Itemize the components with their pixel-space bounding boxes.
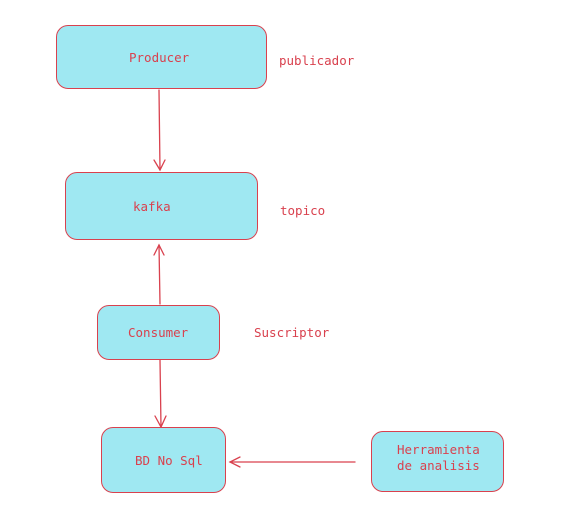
node-bd-nosql-label: BD No Sql: [135, 452, 203, 468]
node-producer-label: Producer: [129, 49, 190, 65]
node-herramienta-text: Herramienta de analisis: [397, 442, 480, 474]
edge-consumer-to-bd: [154, 359, 167, 429]
node-producer: Producer: [56, 25, 267, 89]
annotation-suscriptor: Suscriptor: [254, 325, 330, 340]
annotation-publicador: publicador: [279, 53, 355, 68]
node-kafka-label: kafka: [133, 198, 171, 214]
node-herramienta-line2: de analisis: [397, 458, 480, 473]
node-kafka: kafka: [65, 172, 258, 240]
node-consumer: Consumer: [97, 305, 220, 360]
edge-tool-to-bd: [228, 456, 356, 468]
node-consumer-label: Consumer: [128, 325, 189, 340]
edge-producer-to-kafka: [153, 89, 166, 172]
node-herramienta-line1: Herramienta: [397, 442, 480, 457]
node-bd-nosql: BD No Sql: [101, 427, 226, 493]
annotation-topico: topico: [280, 203, 326, 218]
node-herramienta: Herramienta de analisis: [371, 431, 504, 492]
edge-consumer-to-kafka: [153, 243, 165, 305]
